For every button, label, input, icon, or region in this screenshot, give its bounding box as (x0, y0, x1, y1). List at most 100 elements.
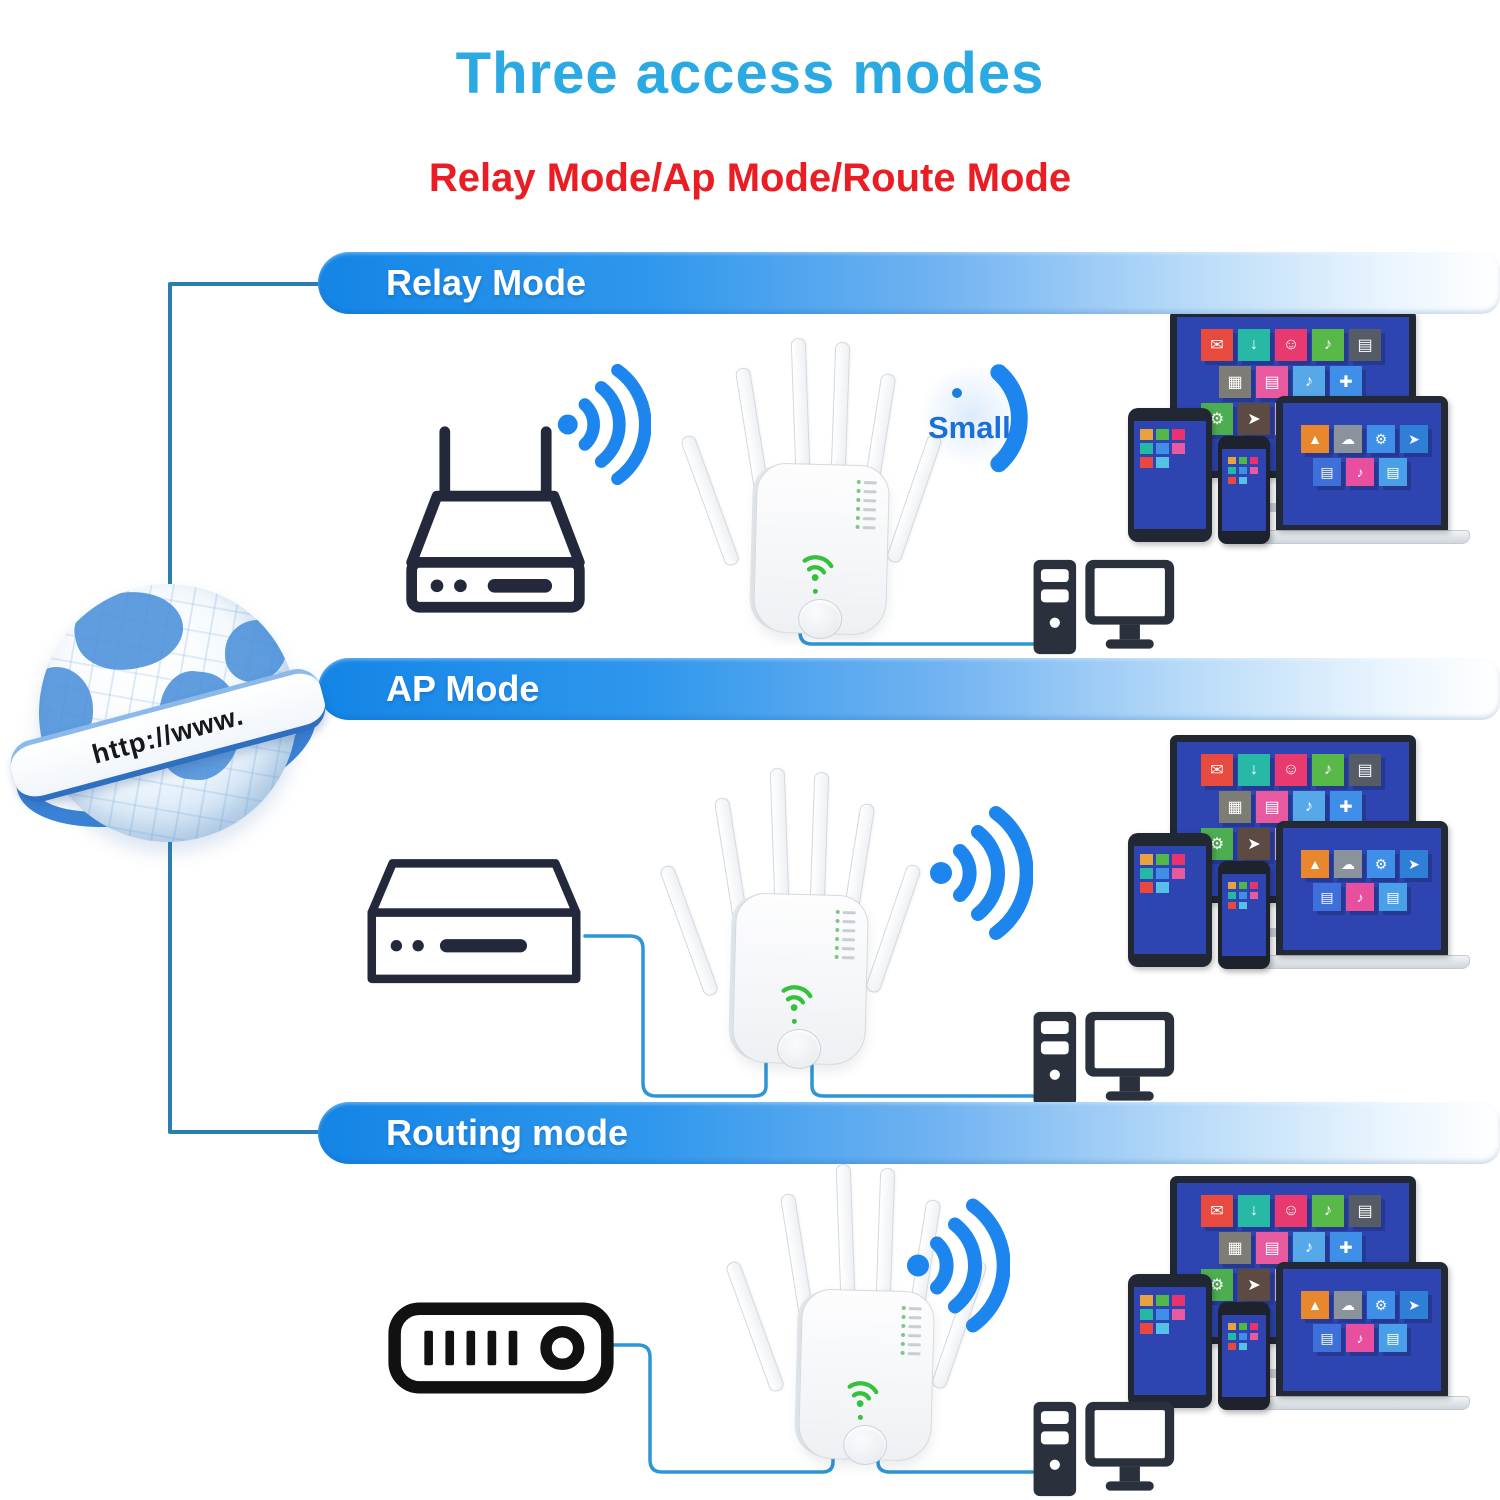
wifi-signal-icon-routing (905, 1188, 1010, 1343)
mini-app-tile (1228, 902, 1236, 909)
smartphone (1218, 436, 1270, 544)
mini-app-tile (1140, 854, 1153, 865)
app-tile: ☁ (1334, 425, 1362, 453)
desktop-pc (1033, 559, 1175, 655)
desktop-pc (1033, 1011, 1175, 1107)
status-led (856, 488, 877, 494)
mini-app-tile (1250, 882, 1258, 889)
mini-app-tile (1239, 902, 1247, 909)
wps-button (842, 1424, 888, 1466)
app-tile: ☁ (1334, 1291, 1362, 1319)
mini-app-tile (1172, 854, 1185, 865)
tablet (1128, 1274, 1212, 1408)
repeater-relay (679, 332, 944, 640)
internet-globe: http://www. (0, 576, 333, 856)
app-tile: ✚ (1330, 791, 1362, 823)
phone-app-tiles (1222, 1315, 1266, 1358)
repeater-body (731, 892, 870, 1070)
app-tile: ▤ (1313, 458, 1341, 486)
status-led (834, 954, 855, 960)
mini-app-tile (1239, 1323, 1247, 1330)
app-tile: ▲ (1301, 850, 1329, 878)
wire-routing-modem-repeater (608, 1343, 835, 1474)
app-tile: ▤ (1256, 1232, 1288, 1264)
modem-icon-routing (388, 1302, 614, 1394)
app-tile: ⚙ (1367, 850, 1395, 878)
modem-icon-ap (367, 859, 581, 984)
status-led-panel (855, 479, 877, 530)
repeater-wifi-indicator (842, 1372, 882, 1412)
wifi-waves (907, 1198, 1010, 1333)
tablet-app-tiles (1134, 846, 1206, 901)
wifi-waves (557, 363, 651, 486)
device-cluster-routing: ✉↓☺♪▤▦▤♪✚⚙➤↻ ▲☁⚙➤▤♪▤ (1128, 1176, 1470, 1431)
app-tile: ☁ (1334, 850, 1362, 878)
mini-app-tile (1228, 892, 1236, 899)
status-led (835, 918, 856, 924)
app-tile: ➤ (1238, 828, 1270, 860)
app-tile: ▤ (1313, 1324, 1341, 1352)
app-tile: ✉ (1201, 1195, 1233, 1227)
mode-label: Relay Mode (386, 262, 587, 303)
desktop-pc (1033, 1401, 1175, 1497)
small-signal-annotation: Small (912, 348, 1072, 498)
mini-app-tile (1250, 457, 1258, 464)
app-tile: ☺ (1275, 1195, 1307, 1227)
app-tile: ➤ (1400, 850, 1428, 878)
app-tile: ✚ (1330, 366, 1362, 398)
laptop: ▲☁⚙➤▤♪▤ (1256, 1262, 1470, 1410)
app-tile: ♪ (1293, 1232, 1325, 1264)
app-tile: ✚ (1330, 1232, 1362, 1264)
tablet (1128, 408, 1212, 542)
mini-app-tile (1140, 1309, 1153, 1320)
app-tile: ⚙ (1367, 1291, 1395, 1319)
status-led (856, 506, 877, 512)
smartphone (1218, 1302, 1270, 1410)
crescent-signal-icon (990, 364, 1028, 473)
status-led (856, 497, 877, 503)
app-tile: ▤ (1313, 883, 1341, 911)
mini-app-tile (1239, 1343, 1247, 1350)
app-tile: ▦ (1219, 791, 1251, 823)
status-led (856, 479, 877, 485)
mini-app-tile (1250, 1333, 1258, 1340)
pc-ap (1028, 1008, 1176, 1110)
repeater-routing (724, 1158, 989, 1466)
mini-app-tile (1140, 868, 1153, 879)
status-led-panel (834, 909, 856, 960)
mini-app-tile (1140, 457, 1153, 468)
app-tile: ↓ (1238, 1195, 1270, 1227)
status-led (834, 945, 855, 951)
mini-app-tile (1250, 892, 1258, 899)
status-led (835, 927, 856, 933)
wifi-repeater (679, 332, 944, 640)
app-tile: ✉ (1201, 329, 1233, 361)
pc-relay (1028, 556, 1176, 658)
mini-app-tile (1228, 1323, 1236, 1330)
wire-routing-repeater-pc (876, 1453, 1038, 1474)
wps-button (776, 1028, 822, 1070)
mini-app-tile (1172, 429, 1185, 440)
power-led (791, 1018, 797, 1024)
mini-app-tile (1172, 868, 1185, 879)
app-tile: ➤ (1400, 1291, 1428, 1319)
mini-app-tile (1156, 1309, 1169, 1320)
app-tile: ▤ (1349, 329, 1381, 361)
client-devices: ✉↓☺♪▤▦▤♪✚⚙➤↻ ▲☁⚙➤▤♪▤ (1128, 735, 1470, 990)
app-tile: ▦ (1219, 1232, 1251, 1264)
mini-app-tile (1156, 868, 1169, 879)
device-cluster-relay: ✉↓☺♪▤▦▤♪✚⚙➤↻ ▲☁⚙➤▤♪▤ (1128, 310, 1470, 565)
app-tile: ↓ (1238, 329, 1270, 361)
page-subtitle: Relay Mode/Ap Mode/Route Mode (428, 156, 1072, 200)
status-led (835, 936, 856, 942)
power-led (812, 588, 818, 594)
client-devices: ✉↓☺♪▤▦▤♪✚⚙➤↻ ▲☁⚙➤▤♪▤ (1128, 310, 1470, 565)
wps-button (797, 598, 843, 640)
app-tile: ➤ (1400, 425, 1428, 453)
app-tile: ♪ (1346, 883, 1374, 911)
app-tile: ♪ (1346, 458, 1374, 486)
app-tile: ▤ (1379, 458, 1407, 486)
wire-ap-modem-repeater (583, 934, 768, 1098)
mini-app-tile (1156, 443, 1169, 454)
